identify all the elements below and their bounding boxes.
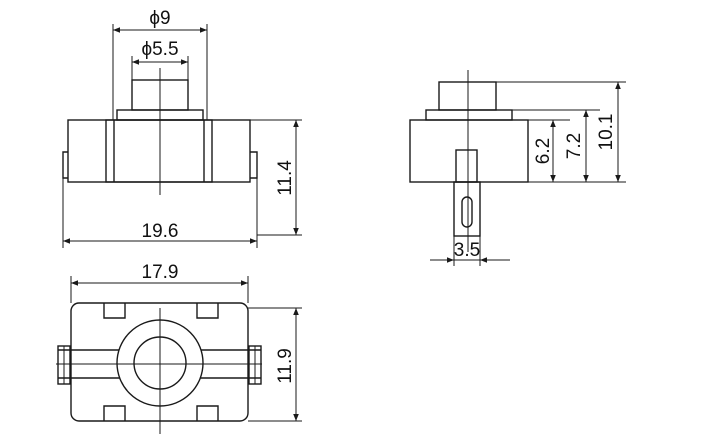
front-center-block bbox=[105, 119, 213, 183]
bottom-notch-left bbox=[103, 405, 126, 421]
side-body bbox=[409, 119, 529, 183]
front-right-tab bbox=[250, 151, 258, 179]
top-view: 17.9 11.9 bbox=[56, 262, 302, 434]
top-notch-left bbox=[103, 303, 126, 319]
dim-phi5-5: ϕ5.5 bbox=[141, 39, 178, 60]
dim-phi9: ϕ9 bbox=[149, 8, 170, 29]
dim-19-6: 19.6 bbox=[142, 221, 179, 242]
front-left-tab bbox=[62, 151, 68, 179]
side-terminal bbox=[453, 181, 481, 237]
front-body bbox=[67, 119, 251, 183]
top-notch-right bbox=[196, 303, 219, 319]
front-view: ϕ9 ϕ5.5 19.6 11.4 bbox=[62, 8, 302, 248]
side-view: 3.5 6.2 7.2 10.1 bbox=[409, 70, 626, 266]
side-button-base bbox=[425, 109, 513, 121]
terminal-slot bbox=[461, 196, 473, 228]
dim-11-9: 11.9 bbox=[275, 348, 296, 384]
dim-11-4: 11.4 bbox=[275, 160, 296, 196]
dim-7-2: 7.2 bbox=[564, 133, 585, 159]
dim-6-2: 6.2 bbox=[533, 138, 554, 164]
dim-3-5: 3.5 bbox=[454, 240, 480, 261]
side-terminal-upper bbox=[455, 149, 478, 183]
dim-10-1: 10.1 bbox=[596, 114, 617, 151]
bottom-notch-right bbox=[196, 405, 219, 421]
dim-17-9: 17.9 bbox=[142, 262, 179, 283]
